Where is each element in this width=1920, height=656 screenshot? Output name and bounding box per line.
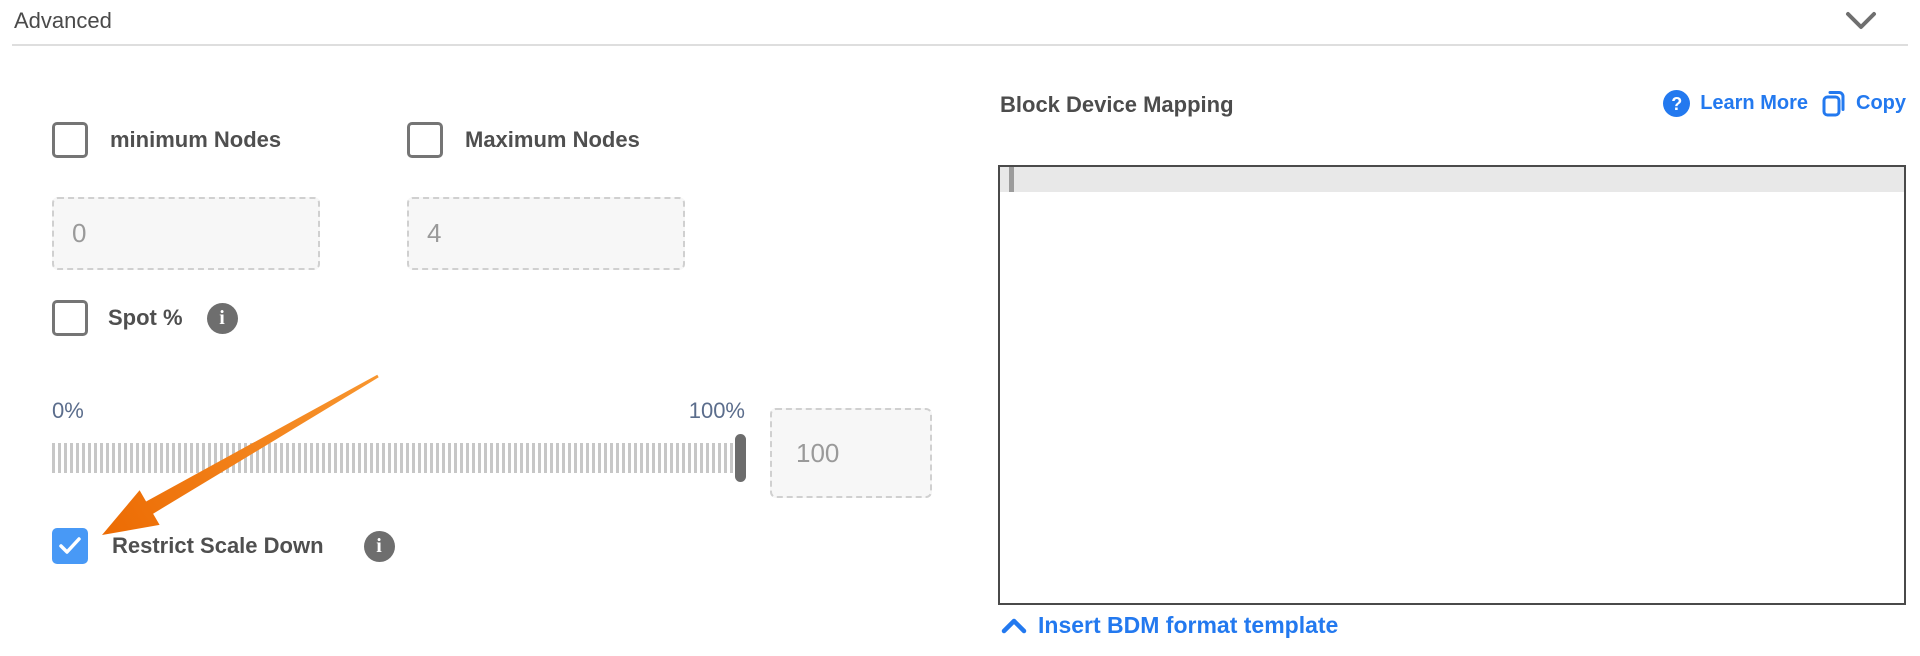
maximum-nodes-field: Maximum Nodes [407,122,640,158]
spot-percentage-field: Spot % i [52,300,238,336]
bdm-links: ? Learn More Copy [1600,90,1906,117]
spot-percentage-slider[interactable] [52,443,738,473]
restrict-scale-down-field: Restrict Scale Down i [52,528,395,564]
insert-bdm-template-link[interactable]: Insert BDM format template [1000,612,1338,639]
restrict-scale-down-checkbox[interactable] [52,528,88,564]
insert-bdm-template-label: Insert BDM format template [1038,612,1339,638]
slider-max-label: 100% [688,398,745,423]
minimum-nodes-checkbox[interactable] [52,122,88,158]
learn-more-link[interactable]: ? Learn More [1663,90,1808,117]
maximum-nodes-input[interactable]: 4 [407,197,685,270]
bdm-panel-title: Block Device Mapping [1000,92,1234,117]
copy-button[interactable]: Copy [1822,90,1906,117]
spot-info-icon[interactable]: i [206,302,238,334]
maximum-nodes-label: Maximum Nodes [465,127,640,152]
slider-min-label: 0% [52,398,84,423]
slider-handle[interactable] [735,434,746,482]
chevron-up-icon [1000,616,1028,636]
section-title: Advanced [14,8,112,33]
copy-label: Copy [1856,92,1906,114]
bdm-editor[interactable] [998,165,1906,605]
spot-percentage-checkbox[interactable] [52,300,88,336]
chevron-down-icon[interactable] [1845,10,1877,32]
spot-percentage-label: Spot % [108,305,183,330]
minimum-nodes-label: minimum Nodes [110,127,282,152]
restrict-info-icon[interactable]: i [363,530,395,562]
minimum-nodes-field: minimum Nodes [52,122,281,158]
section-divider [12,44,1908,46]
spot-percentage-input[interactable]: 100 [770,408,932,498]
maximum-nodes-checkbox[interactable] [407,122,443,158]
editor-cursor [1009,167,1014,192]
help-icon: ? [1663,90,1691,117]
restrict-scale-down-label: Restrict Scale Down [112,533,324,558]
check-icon [58,536,82,556]
copy-icon [1822,90,1846,117]
minimum-nodes-input[interactable]: 0 [52,197,320,270]
slider-labels: 0% 100% [52,398,745,424]
editor-active-line [1000,167,1904,192]
learn-more-label: Learn More [1700,92,1808,114]
